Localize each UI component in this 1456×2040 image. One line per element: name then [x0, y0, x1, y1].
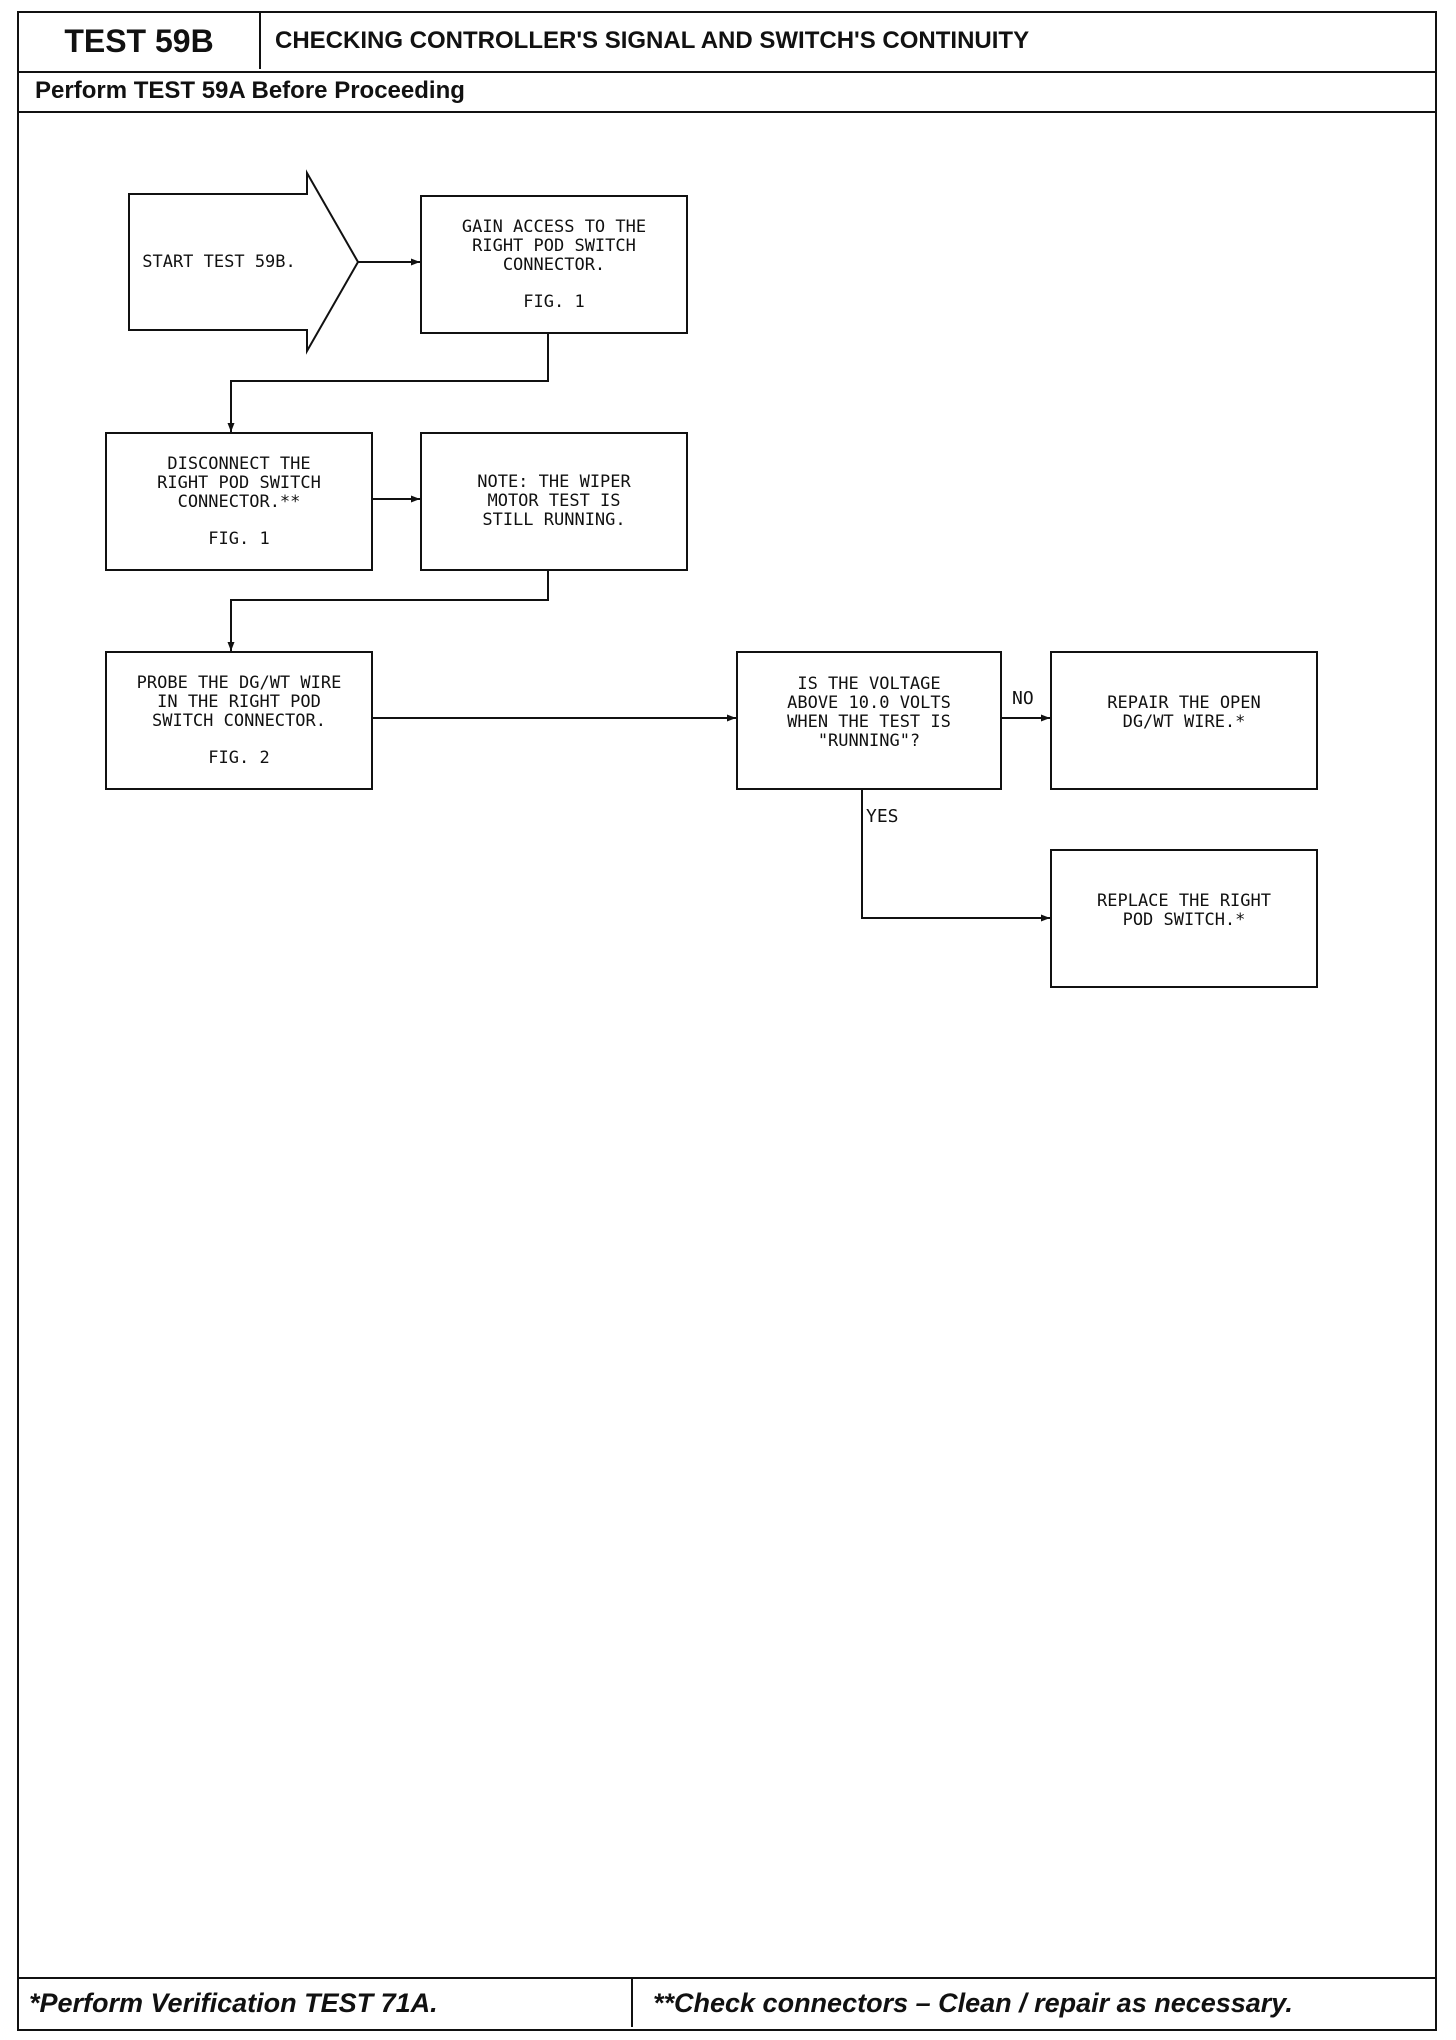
fig-2-ref: FIG. 2	[208, 747, 270, 768]
disconnect-text: DISCONNECT THE RIGHT POD SWITCH CONNECTO…	[157, 453, 321, 549]
probe-box	[105, 651, 373, 790]
replace-box	[1050, 849, 1318, 988]
gain-access-box	[420, 195, 688, 334]
branch-label-yes: YES	[866, 806, 899, 827]
note-box	[420, 432, 688, 571]
disconnect-box	[105, 432, 373, 571]
start-label: START TEST 59B.	[142, 251, 296, 272]
note-text: NOTE: THE WIPER MOTOR TEST IS STILL RUNN…	[477, 472, 631, 530]
page-frame: TEST 59B CHECKING CONTROLLER'S SIGNAL AN…	[17, 11, 1437, 2031]
repair-text: REPAIR THE OPEN DG/WT WIRE.*	[1107, 693, 1261, 732]
repair-box	[1050, 651, 1318, 790]
footnote-verification: *Perform Verification TEST 71A.	[19, 1979, 633, 2027]
prerequisite-note: Perform TEST 59A Before Proceeding	[35, 77, 465, 104]
fig-1-ref: FIG. 1	[523, 291, 585, 312]
probe-text: PROBE THE DG/WT WIRE IN THE RIGHT POD SW…	[136, 672, 342, 768]
gain-access-text: GAIN ACCESS TO THE RIGHT POD SWITCH CONN…	[461, 216, 647, 312]
start-arrow-shape	[128, 169, 360, 355]
page-title: CHECKING CONTROLLER'S SIGNAL AND SWITCH'…	[275, 27, 1030, 54]
test-id: TEST 59B	[19, 13, 261, 69]
replace-text: REPLACE THE RIGHT POD SWITCH.*	[1097, 891, 1271, 930]
connector-question-yes	[861, 789, 1050, 922]
footnote-connectors: **Check connectors – Clean / repair as n…	[653, 1988, 1293, 2018]
header-row: TEST 59B CHECKING CONTROLLER'S SIGNAL AN…	[19, 13, 1435, 73]
voltage-question-box	[736, 651, 1002, 790]
connector-gain-to-disconnect	[227, 333, 549, 432]
branch-label-no: NO	[1012, 688, 1034, 709]
subheader-row: Perform TEST 59A Before Proceeding	[19, 71, 1435, 113]
voltage-question-text: IS THE VOLTAGE ABOVE 10.0 VOLTS WHEN THE…	[787, 674, 951, 751]
footer-row: *Perform Verification TEST 71A. **Check …	[19, 1977, 1435, 2029]
connector-note-to-probe	[227, 570, 549, 651]
fig-1-ref: FIG. 1	[208, 528, 270, 549]
